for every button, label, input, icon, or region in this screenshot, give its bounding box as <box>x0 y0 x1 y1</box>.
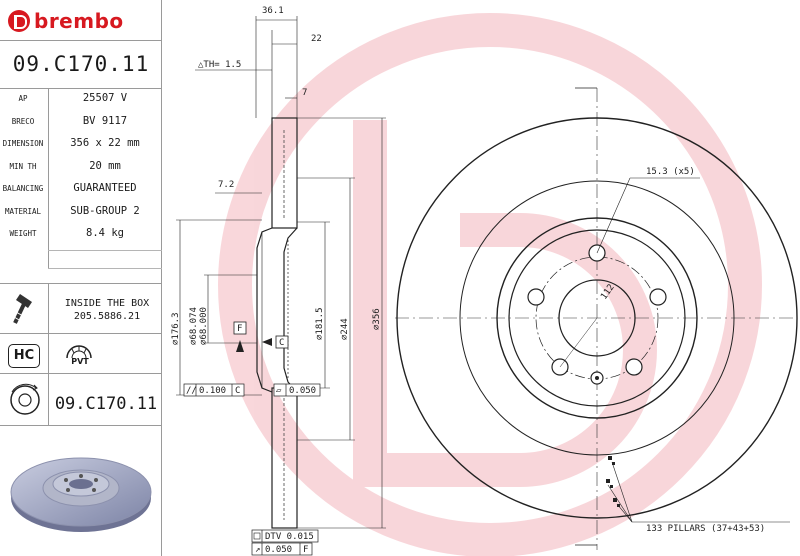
tol-parallel-value: 0.100 <box>199 386 226 396</box>
inside-box-label: INSIDE THE BOX 205.5886.21 <box>54 297 160 323</box>
dim-d356-label: ⌀356 <box>372 308 382 330</box>
dim-th-label: △TH= 1.5 <box>198 60 241 70</box>
spec-key: MIN TH <box>9 161 37 171</box>
datum-f-box <box>233 321 247 335</box>
inside-box-code: 205.5886.21 <box>73 311 141 322</box>
pillars-label: 133 PILLARS (37+43+53) <box>646 524 765 534</box>
inside-box-title: INSIDE THE BOX <box>64 298 150 309</box>
dim-seven-two-label: 7.2 <box>218 180 234 190</box>
divider <box>48 250 162 251</box>
svg-text:▱: ▱ <box>276 386 282 396</box>
spec-row-dimension: DIMENSION 356 x 22 mm <box>0 133 162 156</box>
spec-row-min-th: MIN TH 20 mm <box>0 156 162 179</box>
disc-section-profile <box>256 117 298 529</box>
spec-key: AP <box>18 94 28 103</box>
spec-key: BRECO <box>11 116 35 126</box>
technical-drawing: 36.1 22 △TH= 1.5 7 7.2 ⌀176.3 ⌀68.074 ⌀6… <box>171 6 798 556</box>
dim-d68074-label: ⌀68.074 <box>189 307 199 345</box>
spec-sidebar: brembo 09.C170.11 AP 25507 V BRECO BV 91… <box>0 0 162 556</box>
hc-badge: HC <box>8 344 40 368</box>
disc-view-icon <box>6 380 44 418</box>
dim-seven-label: 7 <box>302 88 307 98</box>
spec-value: 356 x 22 mm <box>70 137 140 149</box>
datum-c-label: C <box>279 338 284 348</box>
spec-row-breco: BRECO BV 9117 <box>0 111 162 134</box>
spec-value: 8.4 kg <box>86 227 124 239</box>
divider <box>0 373 162 374</box>
svg-text:↗: ↗ <box>255 545 260 555</box>
dim-d68000-label: ⌀68.000 <box>199 307 209 345</box>
dim-d244-label: ⌀244 <box>340 318 350 340</box>
spec-key: DIMENSION <box>2 139 44 148</box>
bottom-part-number: 09.C170.11 <box>54 394 158 414</box>
part-number-title: 09.C170.11 <box>12 52 150 76</box>
bolt-icon <box>6 290 42 330</box>
pvt-label: PVT <box>71 357 89 366</box>
brand-logo: brembo <box>8 6 124 36</box>
tol-flat-value: 0.050 <box>289 386 316 396</box>
tolerance-frame-flatness: ▱ 0.050 <box>273 383 321 397</box>
spec-value: BV 9117 <box>82 114 128 127</box>
spec-row-balancing: BALANCING GUARANTEED <box>0 178 162 201</box>
tol-runout-value: 0.050 <box>265 545 292 555</box>
spec-row-material: MATERIAL SUB-GROUP 2 <box>0 201 162 224</box>
spec-key: BALANCING <box>2 184 44 193</box>
divider <box>0 88 162 89</box>
brembo-watermark-icon <box>218 13 762 556</box>
table-column-divider <box>48 88 49 268</box>
brembo-logo-icon <box>8 10 30 32</box>
spec-row-ap: AP 25507 V <box>0 88 162 111</box>
brake-disc-image <box>6 440 156 540</box>
dim-thickness-label: 22 <box>311 34 322 44</box>
bolt-hole <box>625 358 643 376</box>
divider <box>48 283 49 333</box>
tol-dtv-label: DTV 0.015 <box>265 532 314 542</box>
hole-size-label: 15.3 (x5) <box>646 167 695 177</box>
tol-parallel-ref: C <box>235 386 240 396</box>
tolerance-frame-dtv: DTV 0.015 <box>251 529 319 543</box>
datum-f-label: F <box>237 324 242 334</box>
bolt-hole <box>649 288 667 306</box>
divider <box>48 333 49 373</box>
divider <box>48 268 162 269</box>
bolt-hole <box>527 288 545 306</box>
disc-front-view: 15.3 (x5) 112 133 PILLARS (37+43+53) <box>395 87 798 550</box>
dim-d176-label: ⌀176.3 <box>171 312 181 345</box>
divider <box>0 40 162 41</box>
spec-row-weight: WEIGHT 8.4 kg <box>0 223 162 246</box>
divider <box>48 373 49 425</box>
tol-runout-ref: F <box>303 545 308 555</box>
spec-key: WEIGHT <box>9 229 37 238</box>
svg-text://: // <box>186 386 197 396</box>
spec-table: AP 25507 V BRECO BV 9117 DIMENSION 356 x… <box>0 88 162 246</box>
brand-name: brembo <box>34 9 124 33</box>
divider <box>0 425 162 426</box>
dim-d181-label: ⌀181.5 <box>315 307 325 340</box>
datum-c-box <box>275 335 289 349</box>
spec-value: GUARANTEED <box>73 182 137 194</box>
spec-value: SUB-GROUP 2 <box>70 204 140 217</box>
tolerance-frame-parallel: // 0.100 C <box>183 383 245 397</box>
pvt-disc-icon <box>64 340 94 370</box>
spec-key: MATERIAL <box>4 206 42 216</box>
dim-width-label: 36.1 <box>262 6 284 16</box>
divider <box>0 333 162 334</box>
spec-value: 25507 V <box>82 92 128 104</box>
divider <box>0 283 162 284</box>
tolerance-frame-runout: ↗ 0.050 F <box>251 542 313 556</box>
spec-value: 20 mm <box>89 159 121 172</box>
